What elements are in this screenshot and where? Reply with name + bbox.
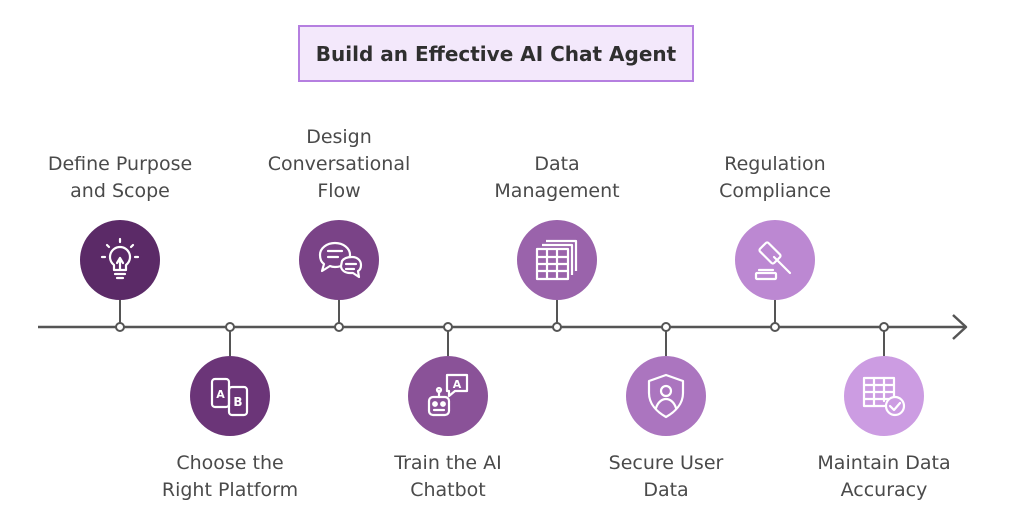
timeline-node: [661, 322, 671, 332]
robot-icon: A: [408, 356, 488, 436]
step-label: Define Purpose and Scope: [47, 153, 193, 202]
step-label: Secure User Data: [608, 452, 724, 501]
step-label: Design Conversational Flow: [267, 126, 411, 202]
timeline-node: [334, 322, 344, 332]
chat-bubbles-icon: [299, 220, 379, 300]
step-label: Regulation Compliance: [719, 153, 831, 202]
step-label: Data Management: [494, 153, 620, 202]
timeline-node: [879, 322, 889, 332]
svg-text:A: A: [453, 378, 462, 391]
timeline-node: [225, 322, 235, 332]
gavel-icon: [735, 220, 815, 300]
timeline-node: [770, 322, 780, 332]
diagram-title: Build an Effective AI Chat Agent: [298, 25, 694, 82]
step-label: Maintain Data Accuracy: [817, 452, 951, 501]
step-label: Train the AI Chatbot: [394, 452, 502, 501]
step-label: Choose the Right Platform: [161, 452, 299, 501]
lightbulb-icon: [80, 220, 160, 300]
timeline-node: [115, 322, 125, 332]
svg-text:A: A: [216, 388, 225, 401]
shield-user-icon: [626, 356, 706, 436]
timeline-node: [443, 322, 453, 332]
table-check-icon: [844, 356, 924, 436]
svg-text:B: B: [233, 395, 242, 409]
spreadsheet-stack-icon: [517, 220, 597, 300]
timeline-node: [552, 322, 562, 332]
